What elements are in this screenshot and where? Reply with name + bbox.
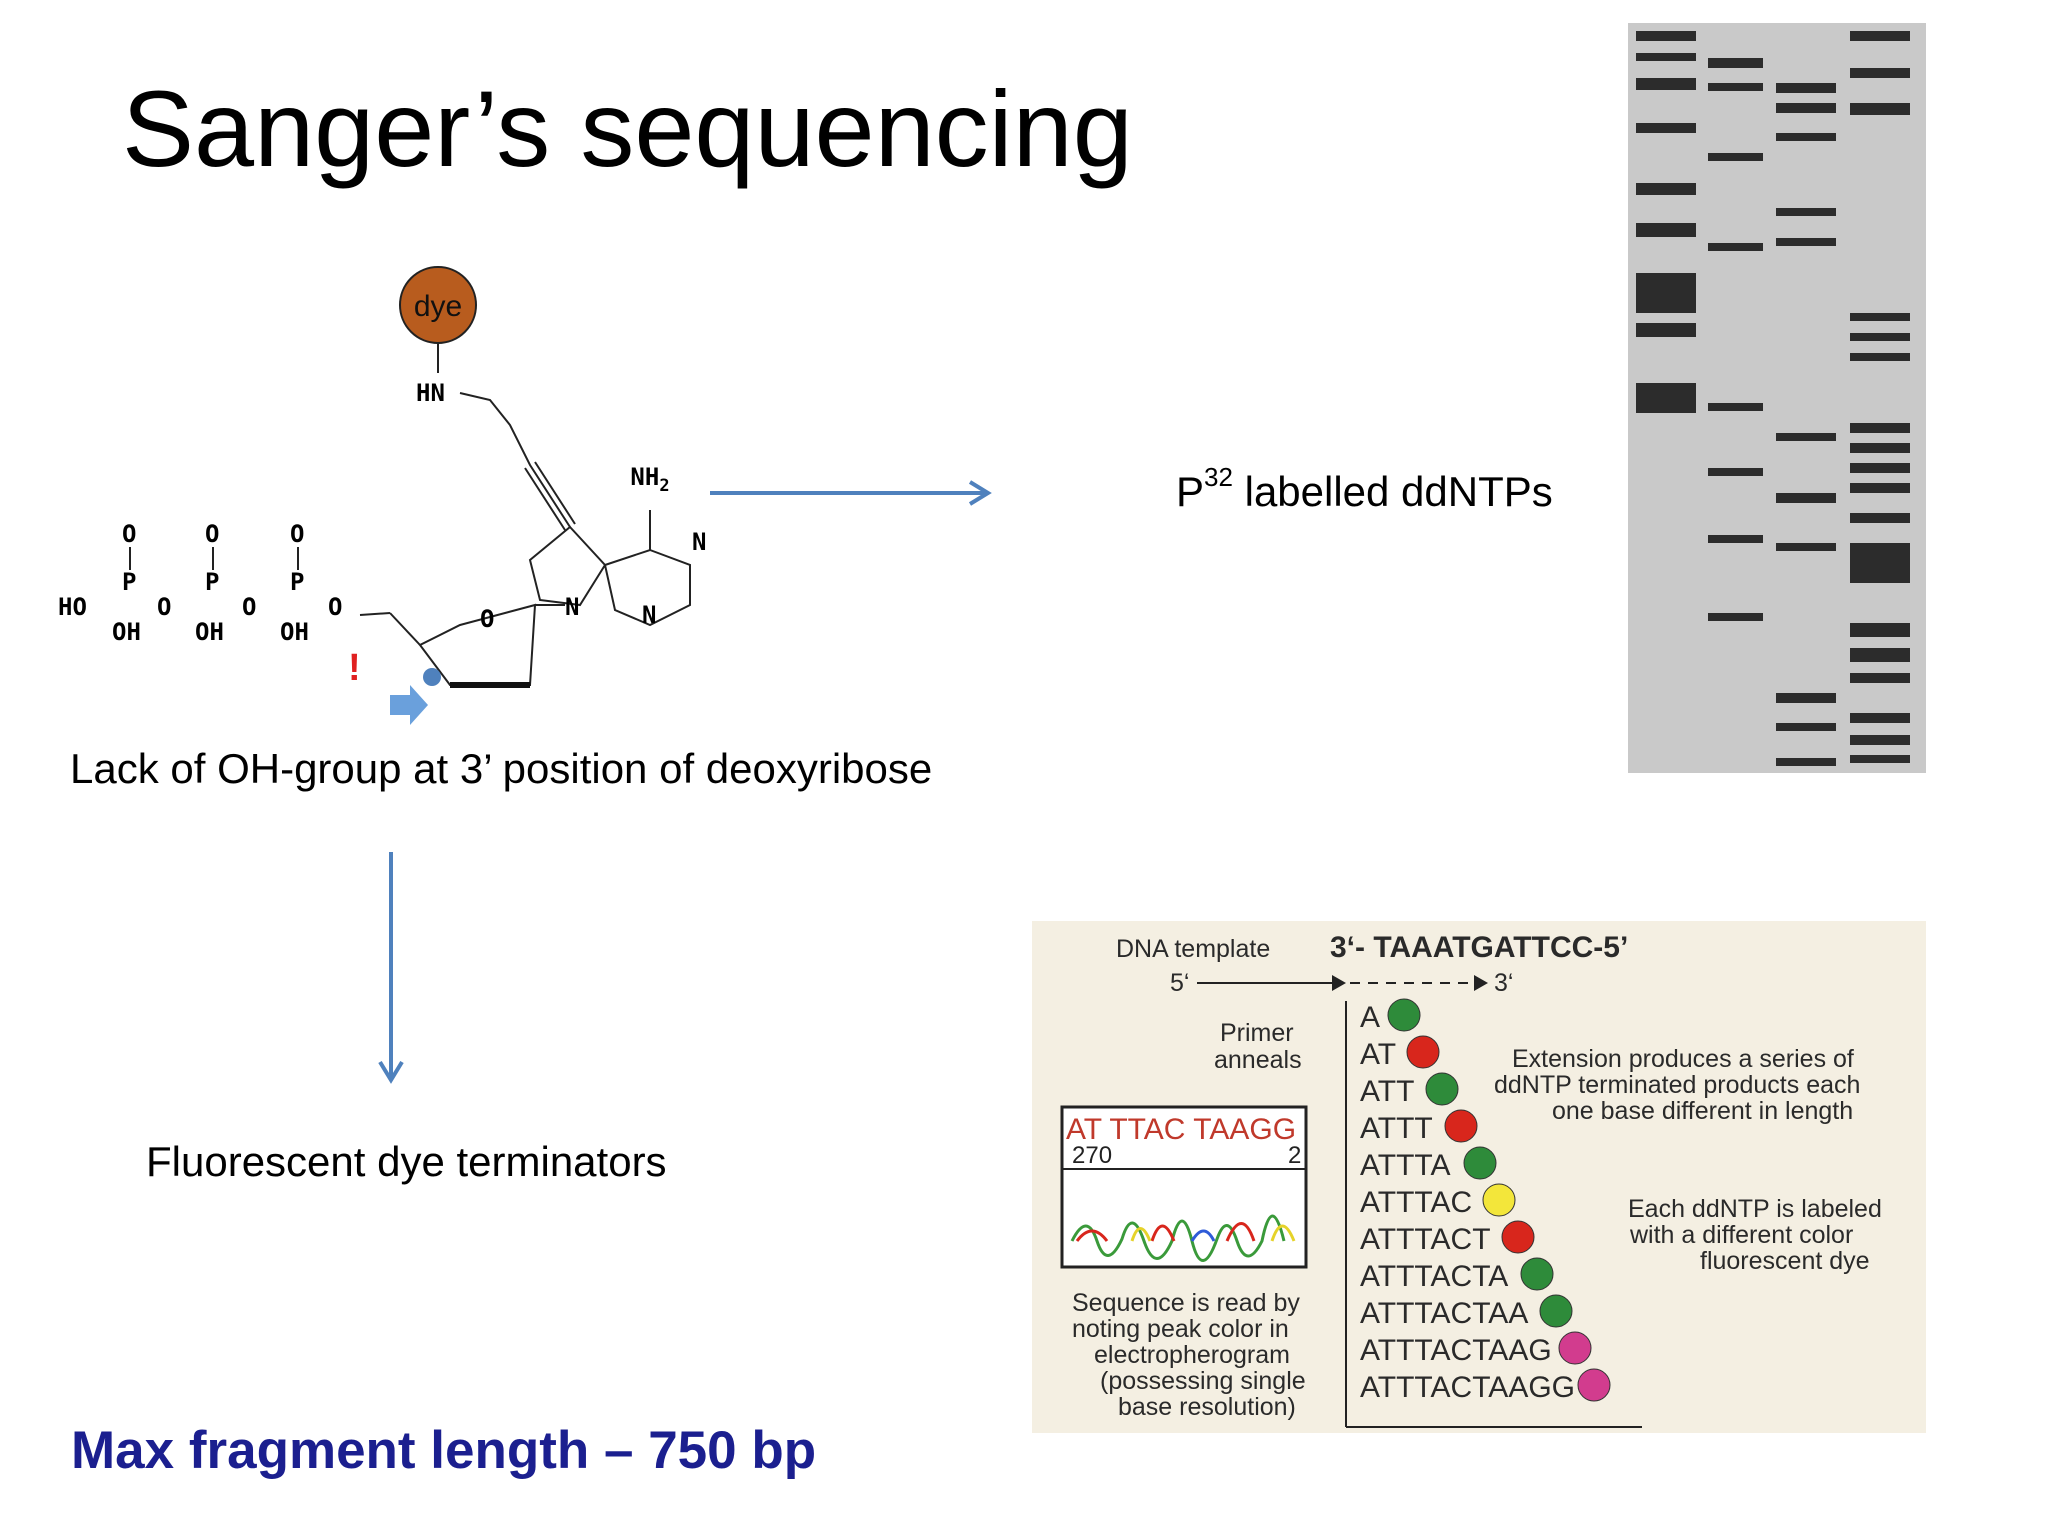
fragment-label: ATTTACTA (1360, 1260, 1508, 1293)
fragment-dye-dot (1425, 1072, 1459, 1106)
sugar-o: O (480, 605, 494, 633)
primer-label-1: Primer (1220, 1019, 1294, 1047)
svg-text:Each ddNTP is labeled: Each ddNTP is labeled (1628, 1195, 1882, 1223)
exclamation: ! (348, 647, 361, 689)
fragment-list: A AT ATT ATTT ATTTA ATTTAC ATTTACT ATTTACTA ATTT… (1360, 998, 1611, 1404)
nh2-label: NH2 (630, 463, 669, 496)
fragment-label: ATTTACTAA (1360, 1297, 1528, 1330)
label-note: Each ddNTP is labeled with a different c… (1628, 1195, 1882, 1275)
svg-text:ddNTP terminated products each: ddNTP terminated products each (1494, 1071, 1860, 1099)
svg-text:P: P (205, 568, 219, 596)
svg-text:OH: OH (280, 618, 309, 646)
caption-oh-group: Lack of OH-group at 3’ position of deoxy… (70, 745, 933, 792)
max-fragment-length: Max fragment length – 750 bp (71, 1421, 817, 1480)
phosphate-group: O P OH O O P OH O O P OH O (112, 520, 342, 646)
svg-text:O: O (242, 593, 256, 621)
fragment-dye-dot (1558, 1331, 1592, 1365)
primer-label-2: anneals (1214, 1046, 1302, 1074)
svg-text:with a different color: with a different color (1629, 1221, 1853, 1249)
fragment-label: ATTTACTAAGG (1360, 1371, 1575, 1404)
svg-text:Extension produces a series of: Extension produces a series of (1512, 1045, 1854, 1073)
caption-fluorescent-dye: Fluorescent dye terminators (146, 1138, 667, 1185)
fragment-label: ATTTA (1360, 1149, 1451, 1182)
fragment-label: ATTT (1360, 1112, 1433, 1145)
ring-n-1: N (692, 528, 706, 556)
svg-text:OH: OH (195, 618, 224, 646)
svg-text:O: O (122, 520, 136, 548)
dideoxynucleotide-structure: dye HN NH2 N N N O ! HO O P OH O O P OH … (58, 266, 706, 725)
fragment-label: ATTTACT (1360, 1223, 1491, 1256)
svg-text:fluorescent dye: fluorescent dye (1700, 1247, 1870, 1275)
arrow-down-icon (378, 852, 404, 1084)
slide-title: Sanger’s sequencing (122, 68, 1133, 189)
fragment-label: ATTTACTAAG (1360, 1334, 1552, 1367)
fragment-dye-dot (1577, 1368, 1611, 1402)
fragment-dye-dot (1463, 1146, 1497, 1180)
extension-note: Extension produces a series of ddNTP ter… (1494, 1045, 1860, 1125)
svg-text:Sequence is read by: Sequence is read by (1072, 1289, 1300, 1317)
fragment-dye-dot (1406, 1035, 1440, 1069)
svg-text:O: O (328, 593, 342, 621)
svg-text:(possessing single: (possessing single (1100, 1367, 1306, 1395)
fragment-label: ATT (1360, 1075, 1414, 1108)
svg-text:P: P (122, 568, 136, 596)
svg-text:electropherogram: electropherogram (1094, 1341, 1290, 1369)
read-note: Sequence is read by noting peak color in… (1072, 1289, 1306, 1421)
svg-text:one base different in length: one base different in length (1552, 1097, 1853, 1125)
svg-text:O: O (157, 593, 171, 621)
arrow-right-icon (710, 480, 992, 506)
svg-text:P: P (290, 568, 304, 596)
template-label: DNA template (1116, 935, 1270, 963)
ring-n-3: N (565, 593, 579, 621)
template-sequence: 3‘- TAAATGATTCC-5’ (1330, 931, 1628, 964)
fragment-label: A (1360, 1001, 1380, 1034)
svg-text:noting peak color in: noting peak color in (1072, 1315, 1289, 1343)
svg-text:OH: OH (112, 618, 141, 646)
five-prime-label: 5‘ (1170, 969, 1189, 997)
svg-text:O: O (290, 520, 304, 548)
fragment-dye-dot (1444, 1109, 1478, 1143)
trace-sequence: AT TTAC TAAGG (1066, 1113, 1296, 1146)
ho-label: HO (58, 593, 87, 621)
three-prime-label: 3‘ (1494, 969, 1513, 997)
svg-text:O: O (205, 520, 219, 548)
trace-number-left: 270 (1072, 1142, 1112, 1169)
fragment-dye-dot (1387, 998, 1421, 1032)
sequencing-gel-image (1628, 23, 1926, 773)
fragment-label: ATTTAC (1360, 1186, 1472, 1219)
pointer-arrow-icon (390, 685, 428, 725)
electropherogram: AT TTAC TAAGG 270 2 (1060, 1105, 1308, 1269)
fragment-dye-dot (1539, 1294, 1573, 1328)
dye-label: dye (414, 290, 462, 323)
three-prime-marker (423, 668, 441, 686)
caption-p32: P32 labelled ddNTPs (1176, 462, 1553, 515)
ring-n-2: N (642, 601, 656, 629)
hn-label: HN (416, 379, 445, 407)
fragment-dye-dot (1520, 1257, 1554, 1291)
trace-number-right: 2 (1288, 1142, 1301, 1169)
fluorescent-sequencing-panel: DNA template 3‘- TAAATGATTCC-5’ 5‘ 3‘ Pr… (1032, 921, 1926, 1433)
fragment-label: AT (1360, 1038, 1396, 1071)
svg-text:base resolution): base resolution) (1118, 1393, 1296, 1421)
fragment-dye-dot (1501, 1220, 1535, 1254)
fragment-dye-dot (1482, 1183, 1516, 1217)
